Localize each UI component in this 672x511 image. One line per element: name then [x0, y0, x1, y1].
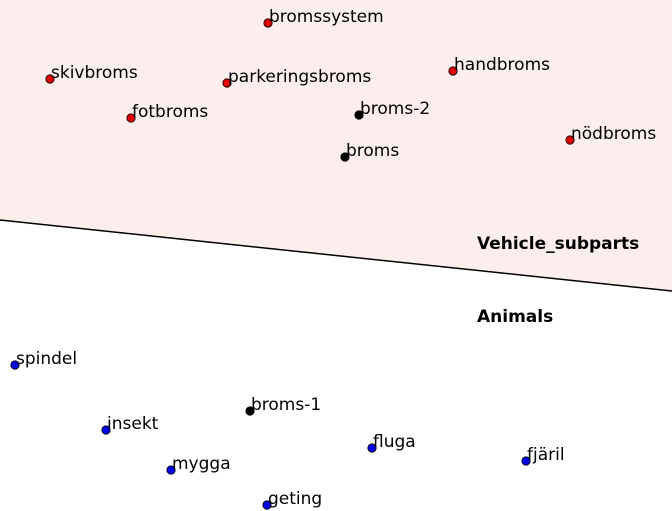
point-fluga	[367, 443, 377, 453]
point-fotbroms	[126, 113, 136, 123]
point-label-insekt: insekt	[107, 414, 159, 434]
point-handbroms	[448, 66, 458, 76]
point-label-geting: geting	[268, 489, 322, 509]
point-broms-2	[354, 110, 364, 120]
point-nodbroms	[565, 135, 575, 145]
point-label-fluga: fluga	[373, 432, 416, 452]
point-label-mygga: mygga	[172, 454, 231, 474]
point-geting	[262, 500, 272, 510]
decision-boundary-line	[0, 219, 672, 292]
point-broms	[340, 152, 350, 162]
point-bromssystem	[263, 18, 273, 28]
point-label-parkeringsbroms: parkeringsbroms	[228, 67, 371, 87]
point-label-bromssystem: bromssystem	[269, 7, 384, 27]
point-fjaril	[521, 456, 531, 466]
point-label-broms-2: broms-2	[360, 99, 430, 119]
point-label-skivbroms: skivbroms	[51, 63, 138, 83]
point-label-broms-1: broms-1	[251, 395, 321, 415]
region-label-vehicle-subparts: Vehicle_subparts	[477, 234, 639, 254]
point-label-nodbroms: nödbroms	[571, 124, 656, 144]
point-skivbroms	[45, 74, 55, 84]
point-label-spindel: spindel	[16, 349, 77, 369]
region-label-animals: Animals	[477, 307, 553, 327]
point-label-fotbroms: fotbroms	[132, 102, 208, 122]
points-layer: bromssystem skivbroms parkeringsbroms handb…	[10, 7, 656, 510]
point-parkeringsbroms	[222, 78, 232, 88]
point-broms-1	[245, 406, 255, 416]
point-label-fjaril: fjäril	[527, 445, 565, 465]
point-mygga	[166, 465, 176, 475]
point-label-handbroms: handbroms	[454, 55, 550, 75]
point-insekt	[101, 425, 111, 435]
point-label-broms: broms	[346, 141, 399, 161]
vehicle-subparts-region	[0, 0, 672, 291]
point-spindel	[10, 360, 20, 370]
